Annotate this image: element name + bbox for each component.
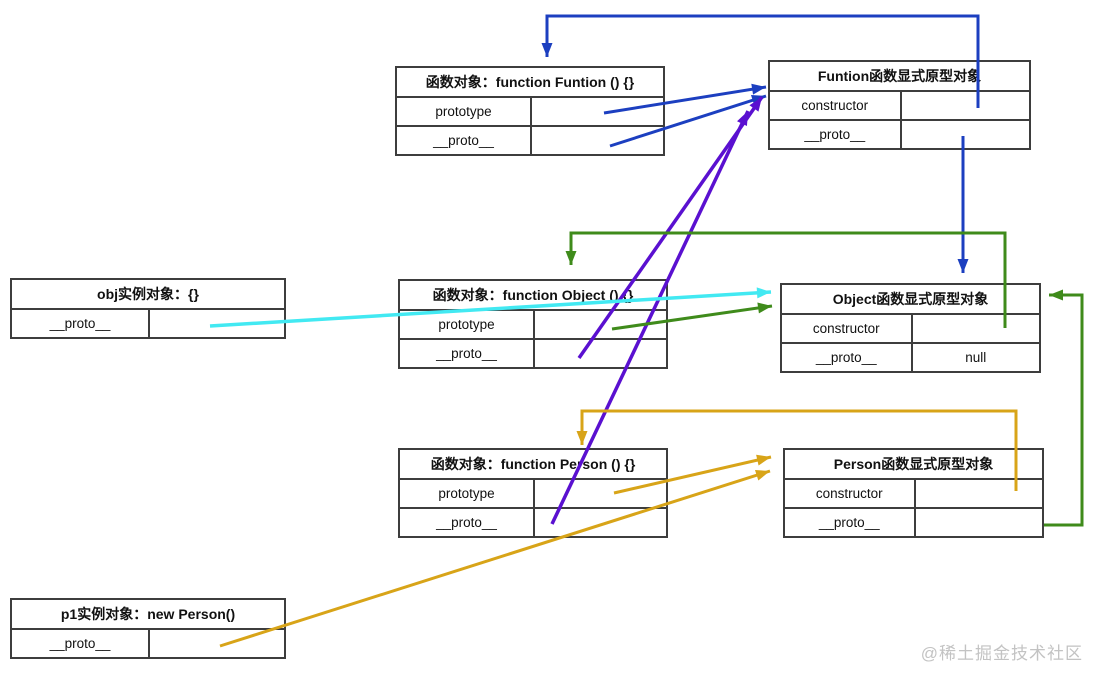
row-value-cell bbox=[533, 340, 666, 367]
row-value-cell bbox=[530, 127, 663, 154]
person-fn-proto-arrow-head bbox=[737, 111, 748, 127]
row-value-cell bbox=[530, 98, 663, 125]
p1-instance-table: p1实例对象：new Person() __proto__ bbox=[10, 598, 286, 659]
obj-proto-arrow-head bbox=[756, 287, 771, 299]
funtion-prototype-arrow-head bbox=[751, 83, 766, 95]
object-prototype-table: Object函数显式原型对象 constructor __proto__ nul… bbox=[780, 283, 1041, 373]
person-proto-to-object-proto-arrow-head bbox=[1049, 289, 1063, 301]
table-title: Funtion函数显式原型对象 bbox=[770, 62, 1029, 92]
table-row: constructor bbox=[770, 92, 1029, 119]
table-row: __proto__ bbox=[400, 338, 666, 367]
table-row: __proto__ bbox=[400, 507, 666, 536]
row-value-cell bbox=[899, 92, 1030, 119]
table-row: prototype bbox=[400, 311, 666, 338]
person-function-table: 函数对象：function Person () {} prototype __p… bbox=[398, 448, 668, 538]
table-title: 函数对象：function Funtion () {} bbox=[397, 68, 663, 98]
funtion-constructor-arrow-head bbox=[541, 43, 553, 57]
table-title: 函数对象：function Person () {} bbox=[400, 450, 666, 480]
table-title: obj实例对象：{} bbox=[12, 280, 284, 310]
row-label-cell: __proto__ bbox=[818, 515, 880, 530]
object-prototype-arrow-head bbox=[757, 302, 772, 314]
row-label-cell: prototype bbox=[438, 486, 495, 501]
watermark: @稀土掘金技术社区 bbox=[920, 644, 1083, 663]
row-value-cell bbox=[148, 630, 284, 657]
row-value-cell bbox=[913, 480, 1043, 507]
person-prototype-table: Person函数显式原型对象 constructor __proto__ bbox=[783, 448, 1044, 538]
object-fn-proto-arrow-head bbox=[749, 97, 762, 112]
row-value-cell bbox=[533, 480, 666, 507]
row-value-cell bbox=[533, 509, 666, 536]
row-value-cell bbox=[533, 311, 666, 338]
table-row: prototype bbox=[400, 480, 666, 507]
person-prototype-arrow-head bbox=[756, 454, 771, 466]
row-label-cell: constructor bbox=[801, 98, 869, 113]
obj-instance-table: obj实例对象：{} __proto__ bbox=[10, 278, 286, 339]
row-value-cell bbox=[910, 315, 1040, 342]
funtion-proto-arrow-head bbox=[750, 95, 766, 106]
row-value-cell bbox=[899, 121, 1030, 148]
row-value-cell bbox=[913, 509, 1043, 536]
row-label-cell: prototype bbox=[438, 317, 495, 332]
row-value-cell bbox=[148, 310, 284, 337]
table-row: __proto__ bbox=[12, 630, 284, 657]
row-label-cell: constructor bbox=[815, 486, 883, 501]
table-row: constructor bbox=[782, 315, 1039, 342]
table-row: constructor bbox=[785, 480, 1042, 507]
object-constructor-arrow-head bbox=[565, 251, 577, 265]
row-label-cell: constructor bbox=[812, 321, 880, 336]
table-title: Object函数显式原型对象 bbox=[782, 285, 1039, 315]
row-label-cell: __proto__ bbox=[49, 316, 111, 331]
row-value-cell: null bbox=[910, 344, 1040, 371]
table-title: 函数对象：function Object () {} bbox=[400, 281, 666, 311]
row-label-cell: __proto__ bbox=[436, 346, 497, 361]
row-label-cell: __proto__ bbox=[815, 350, 877, 365]
row-label-cell: prototype bbox=[435, 104, 492, 119]
row-label-cell: __proto__ bbox=[433, 133, 494, 148]
table-row: __proto__ bbox=[785, 507, 1042, 536]
table-row: __proto__ null bbox=[782, 342, 1039, 371]
table-title: p1实例对象：new Person() bbox=[12, 600, 284, 630]
table-row: __proto__ bbox=[770, 119, 1029, 148]
row-label-cell: __proto__ bbox=[804, 127, 866, 142]
table-title: Person函数显式原型对象 bbox=[785, 450, 1042, 480]
person-constructor-arrow-head bbox=[576, 431, 588, 445]
funtion-prototype-table: Funtion函数显式原型对象 constructor __proto__ bbox=[768, 60, 1031, 150]
table-row: __proto__ bbox=[12, 310, 284, 337]
table-row: prototype bbox=[397, 98, 663, 125]
person-proto-to-object-proto-arrow bbox=[1044, 293, 1084, 527]
row-label-cell: __proto__ bbox=[49, 636, 111, 651]
table-row: __proto__ bbox=[397, 125, 663, 154]
funtion-proto-to-object-proto-arrow-head bbox=[957, 259, 969, 273]
p1-proto-arrow-head bbox=[754, 470, 770, 481]
funtion-function-table: 函数对象：function Funtion () {} prototype __… bbox=[395, 66, 665, 156]
object-function-table: 函数对象：function Object () {} prototype __p… bbox=[398, 279, 668, 369]
row-label-cell: __proto__ bbox=[436, 515, 497, 530]
